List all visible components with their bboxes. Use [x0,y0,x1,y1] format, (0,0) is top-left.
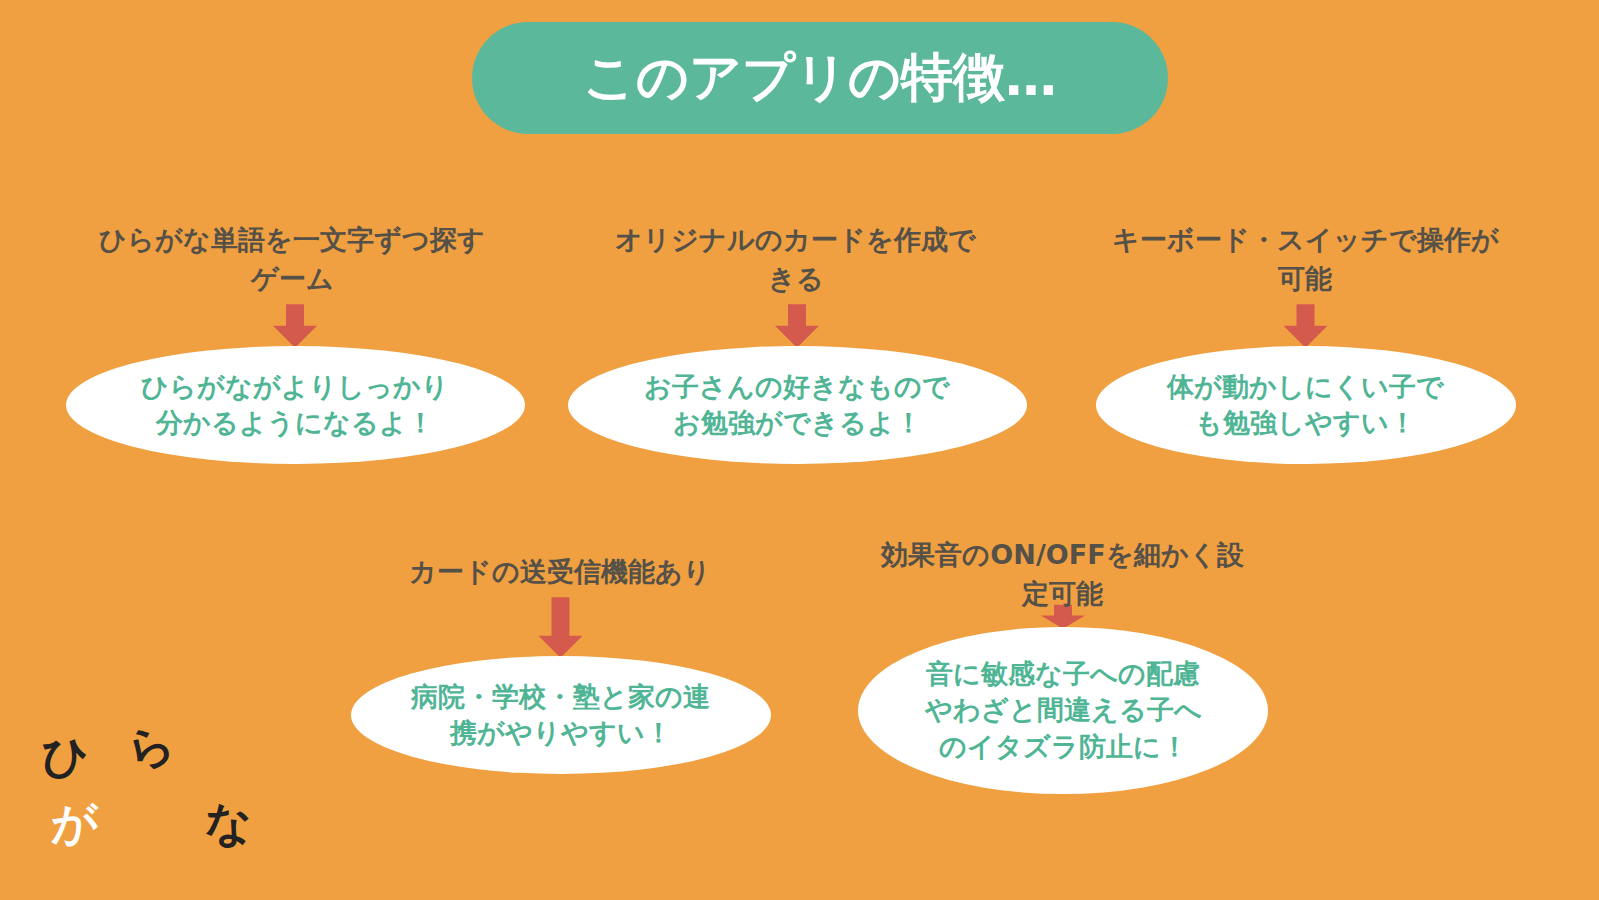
benefit-text: ひらがながよりしっかり分かるようになるよ！ [130,369,460,442]
title-text: このアプリの特徴… [583,43,1057,113]
benefit-text: 音に敏感な子への配慮やわざと間違える子へのイタズラ防止に！ [918,656,1208,765]
benefit-ellipse: ひらがながよりしっかり分かるようになるよ！ [66,346,525,464]
block-letter: ひ [35,726,95,786]
benefit-ellipse: 体が動かしにくい子でも勉強しやすい！ [1096,346,1516,464]
down-arrow [1284,304,1328,348]
benefit-ellipse: 病院・学校・塾と家の連携がやりやすい！ [351,656,771,774]
block-letter: が [44,793,104,853]
benefit-text: 病院・学校・塾と家の連携がやりやすい！ [411,679,711,752]
block-letter: ら [114,709,187,782]
down-arrow [539,597,583,658]
block-letter: な [198,793,258,853]
arrow-shape [1284,304,1328,348]
benefit-text: お子さんの好きなものでお勉強ができるよ！ [632,369,962,442]
benefit-ellipse: お子さんの好きなものでお勉強ができるよ！ [568,346,1027,464]
feature-text: ひらがな単語を一文字ずつ探すゲーム [87,220,497,298]
feature-text: オリジナルのカードを作成できる [606,220,986,298]
benefit-ellipse: 音に敏感な子への配慮やわざと間違える子へのイタズラ防止に！ [858,627,1268,795]
feature-text: キーボード・スイッチで操作が可能 [1105,220,1505,298]
arrow-shape [775,304,819,348]
arrow-shape [539,597,583,658]
title-pill: このアプリの特徴… [472,22,1168,134]
down-arrow [273,304,317,348]
feature-text: 効果音のON/OFFを細かく設定可能 [873,535,1253,613]
arrow-shape [273,304,317,348]
down-arrow [775,304,819,348]
oval-ground [55,50,1575,860]
feature-text: カードの送受信機能あり [360,552,760,591]
benefit-text: 体が動かしにくい子でも勉強しやすい！ [1156,369,1456,442]
mascot-illustration [22,619,267,861]
